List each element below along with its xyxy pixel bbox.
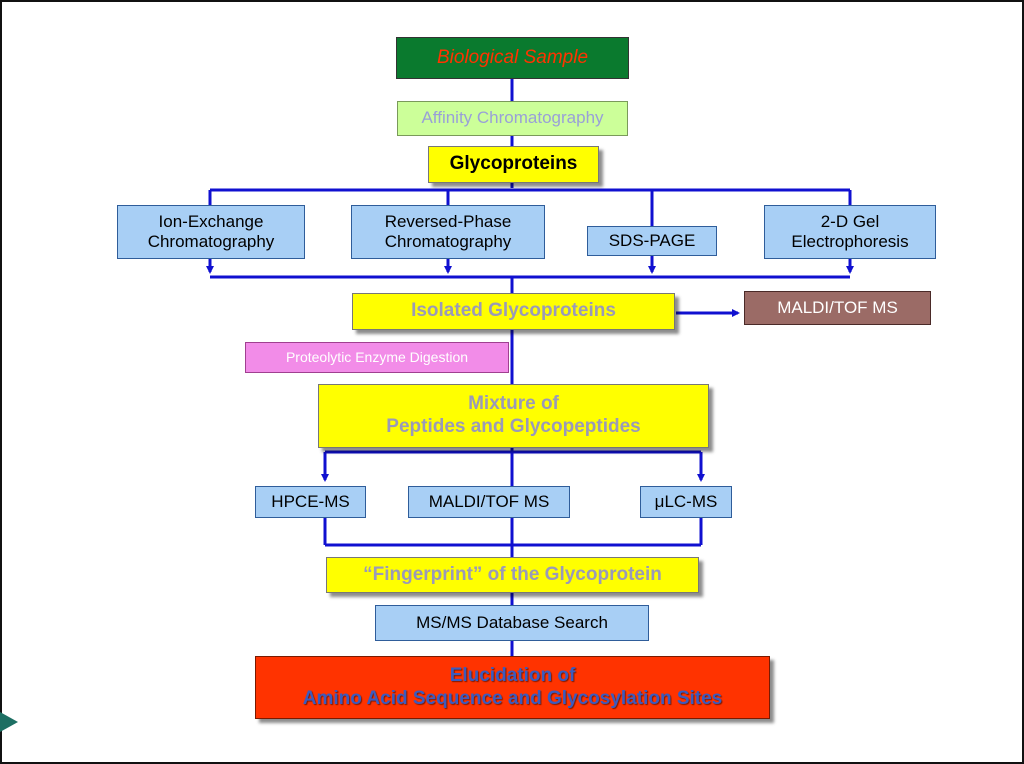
hpce-ms-box: HPCE-MS	[255, 486, 366, 518]
fingerprint-box: “Fingerprint” of the Glycoprotein	[326, 557, 699, 593]
maldi-tof-ms-top-box: MALDI/TOF MS	[744, 291, 931, 325]
maldi-tof-ms-bottom-box: MALDI/TOF MS	[408, 486, 570, 518]
isolated-glycoproteins-box: Isolated Glycoproteins	[352, 293, 675, 330]
ulc-ms-box: μLC-MS	[640, 486, 732, 518]
reversed-phase-box: Reversed-Phase Chromatography	[351, 205, 545, 259]
sds-page-box: SDS-PAGE	[587, 226, 717, 256]
msms-database-search-box: MS/MS Database Search	[375, 605, 649, 641]
glycoproteins-box: Glycoproteins	[428, 146, 599, 183]
elucidation-box: Elucidation of Amino Acid Sequence and G…	[255, 656, 770, 719]
affinity-chromatography-box: Affinity Chromatography	[397, 101, 628, 136]
2d-gel-electrophoresis-box: 2-D Gel Electrophoresis	[764, 205, 936, 259]
peptide-mixture-box: Mixture of Peptides and Glycopeptides	[318, 384, 709, 448]
biological-sample-box: Biological Sample	[396, 37, 629, 79]
proteolytic-enzyme-digestion-box: Proteolytic Enzyme Digestion	[245, 342, 509, 373]
corner-decoration	[0, 712, 18, 732]
ion-exchange-box: Ion-Exchange Chromatography	[117, 205, 305, 259]
